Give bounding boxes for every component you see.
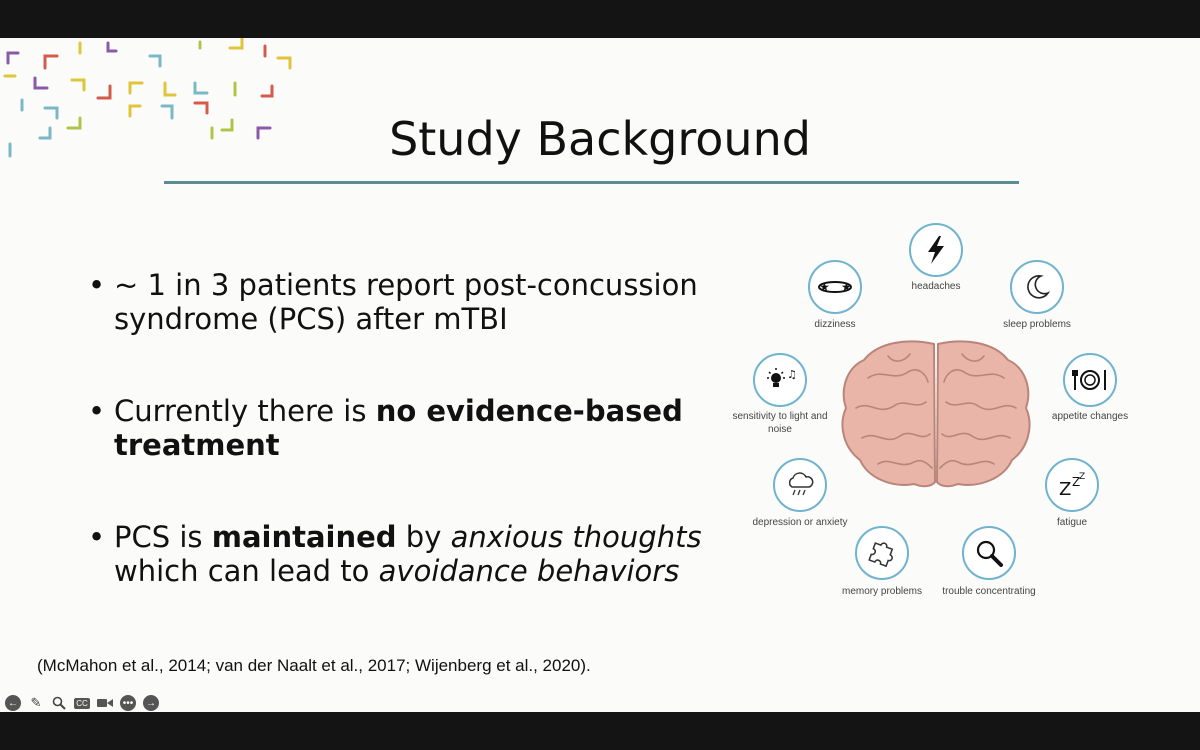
symptom-label: memory problems (841, 586, 923, 597)
slide-title: Study Background (389, 112, 811, 166)
presentation-slide: Study Background • ~ 1 in 3 patients rep… (0, 38, 1200, 712)
bullet-bold-text: no evidence-based treatment (114, 394, 683, 462)
title-divider (164, 181, 1019, 184)
svg-text:Z: Z (1072, 475, 1080, 489)
viewer-toolbar: ← ✎ CC ••• → (4, 694, 160, 712)
bullet-text: PCS is (114, 520, 212, 554)
bullet-item: • PCS is maintained by anxious thoughts … (88, 520, 728, 588)
stars-orbit-icon: ★★ (808, 260, 862, 314)
lightning-icon (909, 223, 963, 277)
lightbulb-music-icon: ♫ (753, 353, 807, 407)
pencil-icon[interactable]: ✎ (30, 695, 42, 710)
bullet-text: which can lead to (114, 554, 379, 588)
bullet-item: • Currently there is no evidence-based t… (88, 394, 728, 462)
svg-text:★: ★ (841, 280, 852, 294)
bullet-dot: • (88, 394, 106, 428)
magnifier-icon (962, 526, 1016, 580)
symptom-label: headaches (911, 281, 961, 292)
symptom-label: trouble concentrating (942, 586, 1036, 597)
bullet-text: Currently there is (114, 394, 376, 428)
top-letterbox-bar (0, 0, 1200, 38)
bullet-italic-text: avoidance behaviors (378, 554, 680, 588)
citation: (McMahon et al., 2014; van der Naalt et … (37, 656, 591, 675)
svg-text:♫: ♫ (787, 368, 797, 381)
decorative-bracket-pattern (3, 38, 292, 158)
cc-icon[interactable]: CC (73, 694, 91, 712)
video-camera-icon[interactable] (96, 694, 114, 712)
back-arrow-icon[interactable]: ← (4, 694, 22, 712)
brain-illustration (841, 340, 1031, 488)
cc-label: CC (74, 697, 90, 709)
bullet-text: by (396, 520, 451, 554)
more-icon[interactable]: ••• (119, 694, 137, 712)
bullet-dot: • (88, 268, 106, 302)
forward-arrow-icon[interactable]: → (142, 694, 160, 712)
svg-text:Z: Z (1059, 479, 1071, 500)
svg-text:Z: Z (1079, 472, 1085, 482)
svg-text:★: ★ (819, 280, 830, 294)
symptom-label: sensitivity to light and noise (732, 411, 828, 435)
bullet-italic-text: anxious thoughts (450, 520, 702, 554)
symptom-label: dizziness (814, 319, 856, 330)
bullet-item: • ~ 1 in 3 patients report post-concussi… (88, 268, 728, 336)
plate-utensils-icon (1063, 353, 1117, 407)
bottom-letterbox-bar (0, 712, 1200, 750)
puzzle-icon (855, 526, 909, 580)
symptom-label: sleep problems (1003, 319, 1071, 330)
rain-cloud-icon (773, 458, 827, 512)
bullet-text: ~ 1 in 3 patients report post-concussion… (114, 268, 698, 336)
bullet-bold-text: maintained (211, 520, 397, 554)
moon-icon (1010, 260, 1064, 314)
bullet-dot: • (88, 520, 106, 554)
symptom-label: appetite changes (1051, 411, 1129, 422)
search-icon[interactable] (50, 694, 68, 712)
symptom-label: depression or anxiety (752, 517, 848, 528)
symptom-label: fatigue (1056, 517, 1088, 528)
